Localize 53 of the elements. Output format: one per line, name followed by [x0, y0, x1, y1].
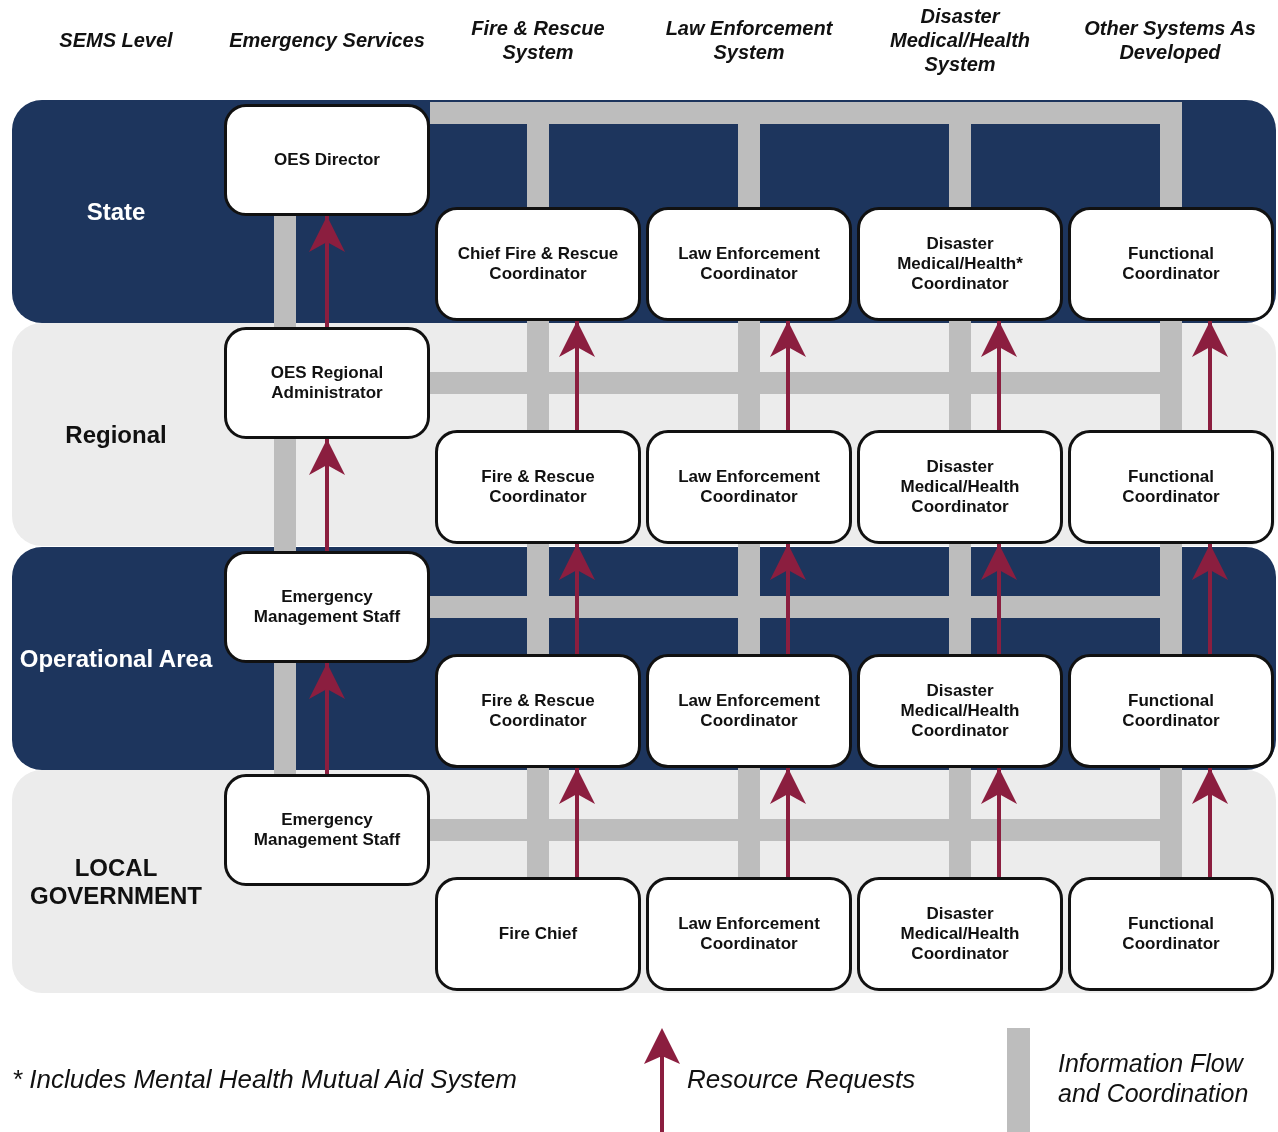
role-box: Chief Fire & Rescue Coordinator — [435, 207, 641, 321]
role-box: OES Regional Administrator — [224, 327, 430, 439]
role-box: Fire Chief — [435, 877, 641, 991]
role-box: Functional Coordinator — [1068, 877, 1274, 991]
request-arrow — [981, 768, 1017, 877]
request-arrow — [559, 768, 595, 877]
information-flow-line — [274, 663, 296, 774]
request-arrow — [770, 321, 806, 430]
column-header: Emergency Services — [228, 28, 426, 53]
request-arrow — [309, 216, 345, 327]
request-arrow — [981, 321, 1017, 430]
column-header: Fire & Rescue System — [470, 16, 606, 65]
role-box: Disaster Medical/Health Coordinator — [857, 654, 1063, 768]
request-arrow — [770, 544, 806, 654]
role-box: Functional Coordinator — [1068, 207, 1274, 321]
column-header: SEMS Level — [58, 28, 174, 53]
role-box: Disaster Medical/Health Coordinator — [857, 430, 1063, 544]
role-box: Disaster Medical/Health Coordinator — [857, 877, 1063, 991]
column-header: Other Systems As Developed — [1083, 16, 1257, 65]
role-box: Fire & Rescue Coordinator — [435, 654, 641, 768]
information-flow-line — [274, 439, 296, 551]
request-arrow — [559, 321, 595, 430]
role-box: OES Director — [224, 104, 430, 216]
request-arrow — [1192, 321, 1228, 430]
request-arrow — [309, 439, 345, 551]
request-arrow — [981, 544, 1017, 654]
role-box: Disaster Medical/Health* Coordinator — [857, 207, 1063, 321]
request-arrow — [309, 663, 345, 774]
request-arrow — [770, 768, 806, 877]
role-box: Emergency Management Staff — [224, 774, 430, 886]
level-band — [12, 770, 1276, 993]
level-label: Operational Area — [18, 644, 214, 673]
request-arrow — [1192, 544, 1228, 654]
role-box: Law Enforcement Coordinator — [646, 654, 852, 768]
role-box: Law Enforcement Coordinator — [646, 207, 852, 321]
role-box: Law Enforcement Coordinator — [646, 430, 852, 544]
request-arrow — [1192, 768, 1228, 877]
information-flow-line — [274, 216, 296, 327]
level-label: State — [85, 197, 147, 226]
request-arrow — [559, 544, 595, 654]
role-box: Fire & Rescue Coordinator — [435, 430, 641, 544]
footnote: * Includes Mental Health Mutual Aid System — [12, 1064, 517, 1094]
level-band — [12, 100, 1276, 323]
column-header: Law Enforcement System — [664, 16, 834, 65]
legend-label: Resource Requests — [687, 1064, 916, 1094]
level-label: Regional — [64, 420, 168, 449]
legend-label: Information Flow and Coordination — [1058, 1048, 1250, 1108]
role-box: Emergency Management Staff — [224, 551, 430, 663]
role-box: Functional Coordinator — [1068, 654, 1274, 768]
role-box: Functional Coordinator — [1068, 430, 1274, 544]
column-header: Disaster Medical/Health System — [888, 4, 1031, 76]
level-label: LOCAL GOVERNMENT — [29, 853, 203, 910]
role-box: Law Enforcement Coordinator — [646, 877, 852, 991]
